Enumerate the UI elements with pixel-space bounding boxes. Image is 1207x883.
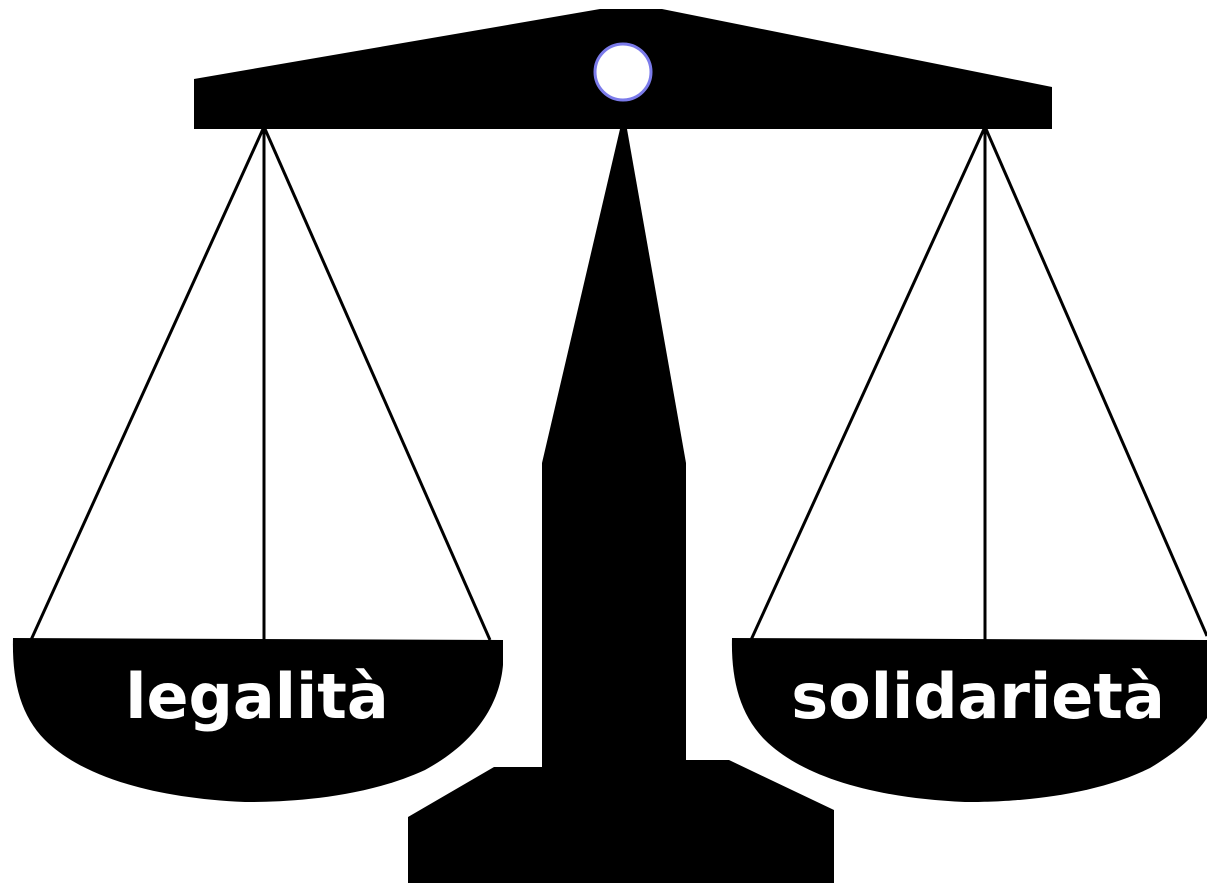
right-pan-strings (751, 129, 1207, 640)
scale-base (408, 760, 834, 883)
central-post (542, 129, 686, 790)
left-pan-strings (31, 129, 490, 640)
left-pan-label: legalità (125, 660, 389, 733)
right-pan-label: solidarietà (791, 660, 1165, 733)
pivot-circle (595, 44, 651, 100)
